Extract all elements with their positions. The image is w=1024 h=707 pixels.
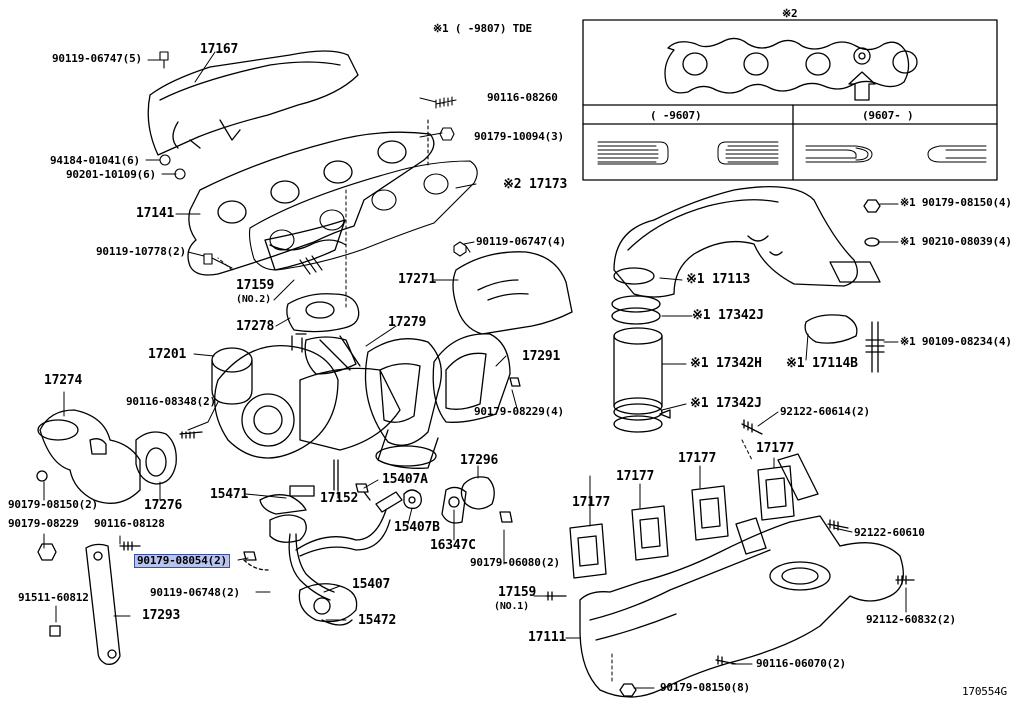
part-17293[interactable]: 17293: [142, 608, 181, 623]
diagram-id: 170554G: [962, 685, 1007, 698]
inset-date-left: ( -9607): [650, 109, 702, 122]
part-17152[interactable]: 17152: [320, 491, 359, 506]
inset-mark: ※2: [782, 7, 798, 20]
part-17173[interactable]: ※2 17173: [503, 177, 568, 192]
part-94184-01041-6[interactable]: 94184-01041(6): [50, 154, 140, 167]
gasket-inset-box: [582, 19, 998, 181]
heat-insulator-17167: [147, 50, 359, 156]
part-17111[interactable]: 17111: [528, 630, 567, 645]
part-17274[interactable]: 17274: [44, 373, 83, 388]
part-90210-08039-4[interactable]: ※1 90210-08039(4): [900, 235, 1012, 248]
part-90119-10778-2[interactable]: 90119-10778(2): [96, 245, 186, 258]
turbo-heat-insulator-17271: [452, 251, 573, 335]
exhaust-manifold-17141: [187, 131, 435, 276]
hose-clamp-upper: [611, 295, 661, 325]
elbow-17274: [36, 409, 141, 504]
note-tde: ※1 ( -9807) TDE: [433, 22, 532, 35]
part-17113[interactable]: ※1 17113: [686, 272, 751, 287]
part-92112-60832-2[interactable]: 92112-60832(2): [866, 613, 956, 626]
manifold-stay-17293: [37, 541, 269, 665]
part-17167[interactable]: 17167: [200, 42, 239, 57]
part-17159-no1[interactable]: 17159: [498, 585, 537, 600]
part-91511-60812[interactable]: 91511-60812: [18, 591, 89, 604]
part-17342J-upper[interactable]: ※1 17342J: [692, 308, 764, 323]
part-90201-10109-6[interactable]: 90201-10109(6): [66, 168, 156, 181]
part-17279[interactable]: 17279: [388, 315, 427, 330]
part-90179-08150-4[interactable]: ※1 90179-08150(4): [900, 196, 1012, 209]
part-92122-60610[interactable]: 92122-60610: [854, 526, 925, 539]
part-90119-06747-5[interactable]: 90119-06747(5): [52, 52, 142, 65]
part-90116-08348-2[interactable]: 90116-08348(2): [126, 395, 216, 408]
part-90179-10094-3[interactable]: 90179-10094(3): [474, 130, 564, 143]
part-15471[interactable]: 15471: [210, 487, 249, 502]
part-17201[interactable]: 17201: [148, 347, 187, 362]
part-90179-06080-2[interactable]: 90179-06080(2): [470, 556, 560, 569]
part-17296[interactable]: 17296: [460, 453, 499, 468]
gasket-17276: [135, 431, 203, 485]
part-17159-no1-sub: (NO.1): [494, 601, 529, 612]
part-15407[interactable]: 15407: [352, 577, 391, 592]
hose-17342H: [613, 327, 663, 415]
part-90116-06070-2[interactable]: 90116-06070(2): [756, 657, 846, 670]
part-90109-08234-4[interactable]: ※1 90109-08234(4): [900, 335, 1012, 348]
part-90179-08229-4[interactable]: 90179-08229(4): [474, 405, 564, 418]
part-17114B[interactable]: ※1 17114B: [786, 356, 858, 371]
turbocharger-17201: [211, 333, 442, 469]
fasteners-right: [545, 199, 915, 697]
part-90179-08054-2-selected[interactable]: 90179-08054(2): [134, 554, 230, 568]
part-17141[interactable]: 17141: [136, 206, 175, 221]
intake-pipe-17113: [613, 186, 881, 298]
part-90119-06747-4[interactable]: 90119-06747(4): [476, 235, 566, 248]
part-17291[interactable]: 17291: [522, 349, 561, 364]
inset-date-right: (9607- ): [862, 109, 914, 122]
part-17177-a[interactable]: 17177: [572, 495, 611, 510]
oil-pipe-15407: [259, 491, 403, 626]
part-15407B[interactable]: 15407B: [394, 520, 440, 535]
part-90179-08150-2[interactable]: 90179-08150(2): [8, 498, 98, 511]
part-17159-no2[interactable]: 17159: [236, 278, 275, 293]
part-15407A[interactable]: 15407A: [382, 472, 428, 487]
gasket-17114B: [804, 314, 858, 344]
leader-lines: [43, 51, 907, 689]
outlet-gasket-17291: [432, 333, 521, 423]
part-17177-c[interactable]: 17177: [678, 451, 717, 466]
part-17342H[interactable]: ※1 17342H: [690, 356, 762, 371]
part-15472[interactable]: 15472: [358, 613, 397, 628]
turbo-gasket-17278: [286, 293, 360, 333]
part-92122-60614-2[interactable]: 92122-60614(2): [780, 405, 870, 418]
part-90116-08128[interactable]: 90116-08128: [94, 517, 165, 530]
part-90119-06748-2[interactable]: 90119-06748(2): [150, 586, 240, 599]
part-90179-08229[interactable]: 90179-08229: [8, 517, 79, 530]
part-90179-08150-8[interactable]: 90179-08150(8): [660, 681, 750, 694]
intake-gaskets-17177: [569, 465, 795, 579]
part-17177-b[interactable]: 17177: [616, 469, 655, 484]
intake-manifold-17111: [579, 453, 904, 698]
part-90116-08260[interactable]: 90116-08260: [487, 91, 558, 104]
part-17177-d[interactable]: 17177: [756, 441, 795, 456]
part-17276[interactable]: 17276: [144, 498, 183, 513]
part-17278[interactable]: 17278: [236, 319, 275, 334]
part-17271[interactable]: 17271: [398, 272, 437, 287]
hose-clamp-lower: [613, 403, 671, 433]
part-17342J-lower[interactable]: ※1 17342J: [690, 396, 762, 411]
part-16347C[interactable]: 16347C: [430, 538, 476, 553]
part-17159-no2-sub: (NO.2): [236, 294, 271, 305]
fasteners-upper: [159, 51, 471, 275]
manifold-gasket-17173: [248, 160, 478, 271]
